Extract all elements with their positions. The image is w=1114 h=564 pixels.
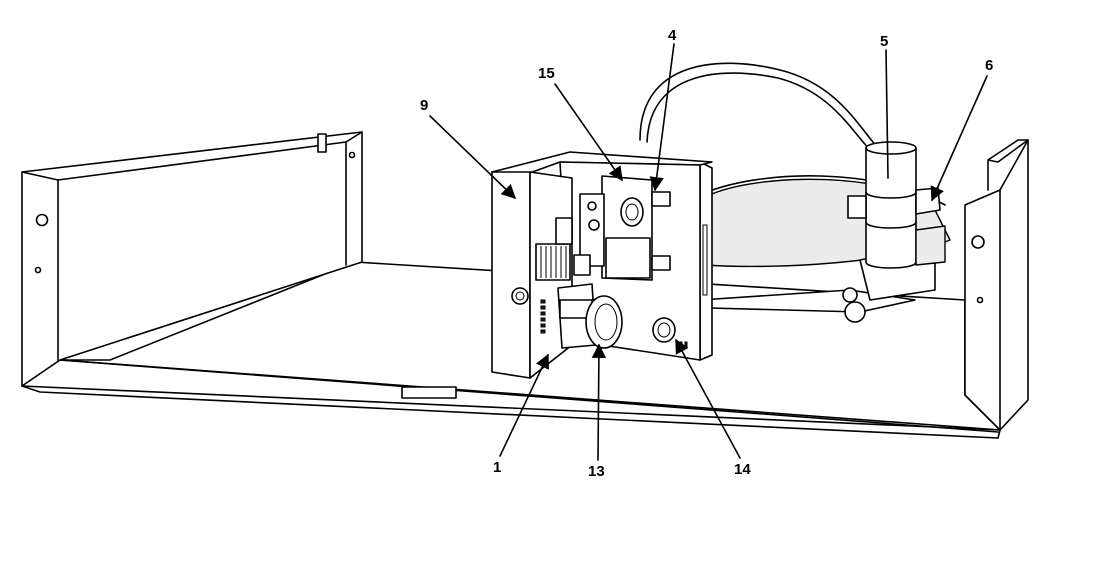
cylinder-5 <box>847 141 917 269</box>
callout-6: 6 <box>985 57 993 74</box>
callout-1: 1 <box>493 459 501 476</box>
leader-13 <box>591 343 607 461</box>
callout-14: 14 <box>734 461 751 478</box>
leader-6 <box>930 75 988 202</box>
leader-1 <box>499 353 549 457</box>
capacitor-13 <box>585 295 623 349</box>
led-strip <box>540 299 546 334</box>
leader-9 <box>429 115 517 199</box>
leader-15 <box>554 83 623 182</box>
callout-13: 13 <box>588 463 605 480</box>
pressure-switch <box>573 175 671 281</box>
callout-leaders <box>429 43 988 461</box>
callout-4: 4 <box>668 27 677 44</box>
leader-4 <box>649 43 675 192</box>
callout-9: 9 <box>420 97 428 114</box>
leader-14 <box>675 338 741 459</box>
callout-labels: 9 15 4 5 6 1 13 14 <box>420 27 993 480</box>
heatsink <box>535 217 573 281</box>
callout-15: 15 <box>538 65 555 82</box>
leader-5 <box>885 49 889 179</box>
callout-5: 5 <box>880 33 888 50</box>
